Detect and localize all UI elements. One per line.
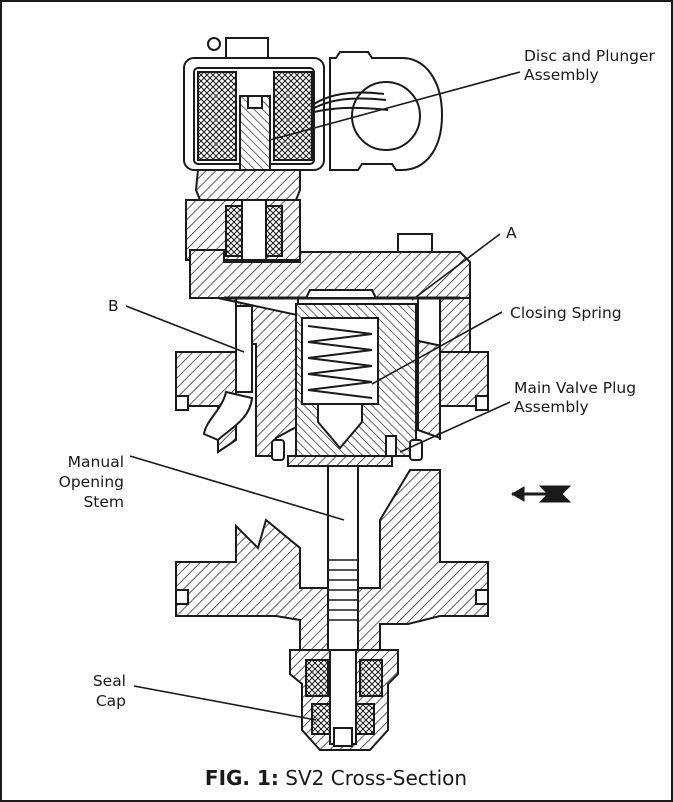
manual-opening-stem xyxy=(327,465,359,651)
leader-lines xyxy=(125,71,521,721)
leader-seal-cap xyxy=(133,685,317,721)
label-disc-plunger-line2: Assembly xyxy=(524,66,599,84)
caption-prefix: FIG. 1: xyxy=(205,766,279,790)
closing-spring xyxy=(307,325,373,399)
junction-box xyxy=(313,51,444,171)
label-seal-cap-line2: Cap xyxy=(96,692,126,710)
label-manual-opening-stem-line1: Manual xyxy=(68,453,124,471)
label-closing-spring: Closing Spring xyxy=(510,304,622,322)
solenoid-coil xyxy=(183,37,325,201)
leader-a xyxy=(411,233,501,301)
label-manual-opening-stem-line3: Stem xyxy=(83,493,124,511)
label-main-valve-plug-line1: Main Valve Plug xyxy=(514,379,636,397)
seal-cap-assembly xyxy=(289,649,399,751)
label-b: B xyxy=(108,297,119,315)
label-disc-plunger-line1: Disc and Plunger xyxy=(524,47,656,65)
figure-caption: FIG. 1: SV2 Cross-Section xyxy=(205,766,467,790)
label-seal-cap-line1: Seal xyxy=(93,672,126,690)
flow-direction-arrow-icon xyxy=(511,485,572,503)
label-manual-opening-stem-line2: Opening xyxy=(59,473,124,491)
leader-disc-plunger xyxy=(269,71,521,141)
label-a: A xyxy=(506,224,517,242)
leader-closing-spring xyxy=(371,311,503,385)
caption-text: SV2 Cross-Section xyxy=(279,766,467,790)
bonnet-nut xyxy=(185,169,301,261)
leader-main-valve-plug xyxy=(399,401,511,453)
label-main-valve-plug-line2: Assembly xyxy=(514,398,589,416)
leader-manual-stem xyxy=(129,455,345,521)
leader-b xyxy=(125,305,245,353)
